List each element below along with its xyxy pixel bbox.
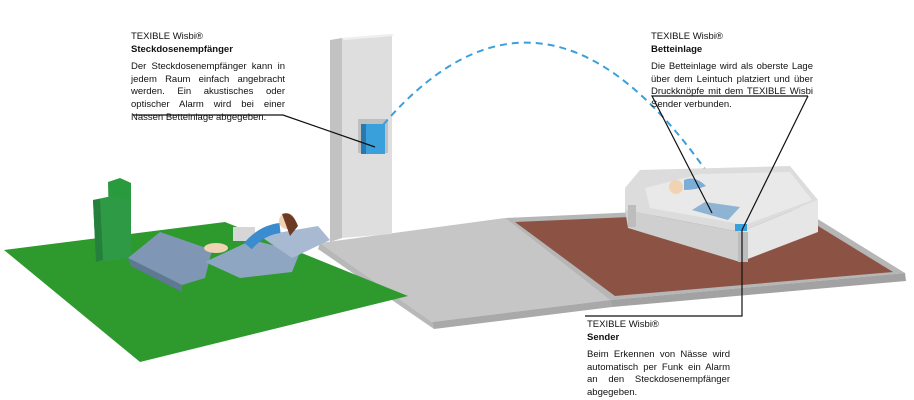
leader-receiver — [133, 114, 376, 148]
callout-receiver-body: Der Steckdosenempfänger kann in jedem Ra… — [131, 61, 285, 123]
reading-person-icon — [204, 213, 298, 253]
leader-sender-link — [741, 95, 809, 231]
callout-pad-title: Betteinlage — [651, 43, 703, 55]
callout-pad: TEXIBLE Wisbi® Betteinlage Die Betteinla… — [651, 31, 813, 112]
plants-icon — [93, 178, 131, 262]
callout-receiver-title: Steckdosenempfänger — [131, 43, 233, 55]
callout-receiver: TEXIBLE Wisbi® Steckdosenempfänger Der S… — [131, 31, 285, 124]
wet-pad-icon — [692, 202, 740, 220]
callout-receiver-brand: TEXIBLE Wisbi® — [131, 31, 203, 42]
recliner-icon — [128, 226, 330, 292]
callout-sender-brand: TEXIBLE Wisbi® — [587, 319, 659, 330]
sleeping-person-icon — [669, 178, 706, 194]
callout-sender-body: Beim Erkennen von Nässe wird automatisch… — [587, 349, 730, 398]
signal-arc — [382, 41, 742, 226]
leader-sender — [585, 230, 743, 317]
callout-pad-brand: TEXIBLE Wisbi® — [651, 31, 723, 42]
callout-pad-body: Die Betteinlage wird als oberste Lage üb… — [651, 61, 813, 110]
leader-pad — [651, 95, 808, 214]
callout-sender: TEXIBLE Wisbi® Sender Beim Erkennen von … — [587, 319, 730, 400]
sender-icon — [735, 224, 747, 231]
callout-sender-title: Sender — [587, 331, 620, 343]
